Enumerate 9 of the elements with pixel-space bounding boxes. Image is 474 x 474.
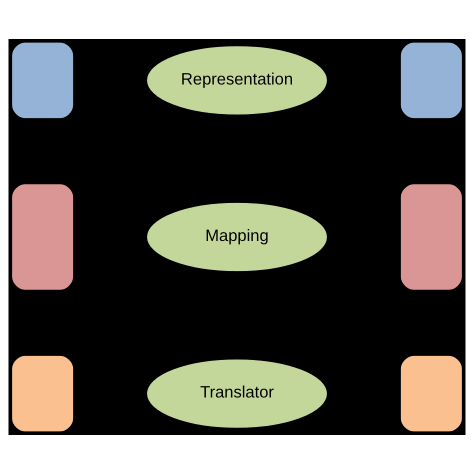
node-ellipse: Translator	[147, 360, 327, 428]
node-box	[400, 356, 462, 432]
node-box	[400, 42, 462, 118]
node-box	[12, 42, 74, 118]
node-box	[12, 184, 74, 290]
node-box	[400, 184, 462, 290]
node-ellipse: Representation	[147, 46, 327, 114]
node-box	[12, 356, 74, 432]
node-ellipse: Mapping	[147, 202, 327, 272]
